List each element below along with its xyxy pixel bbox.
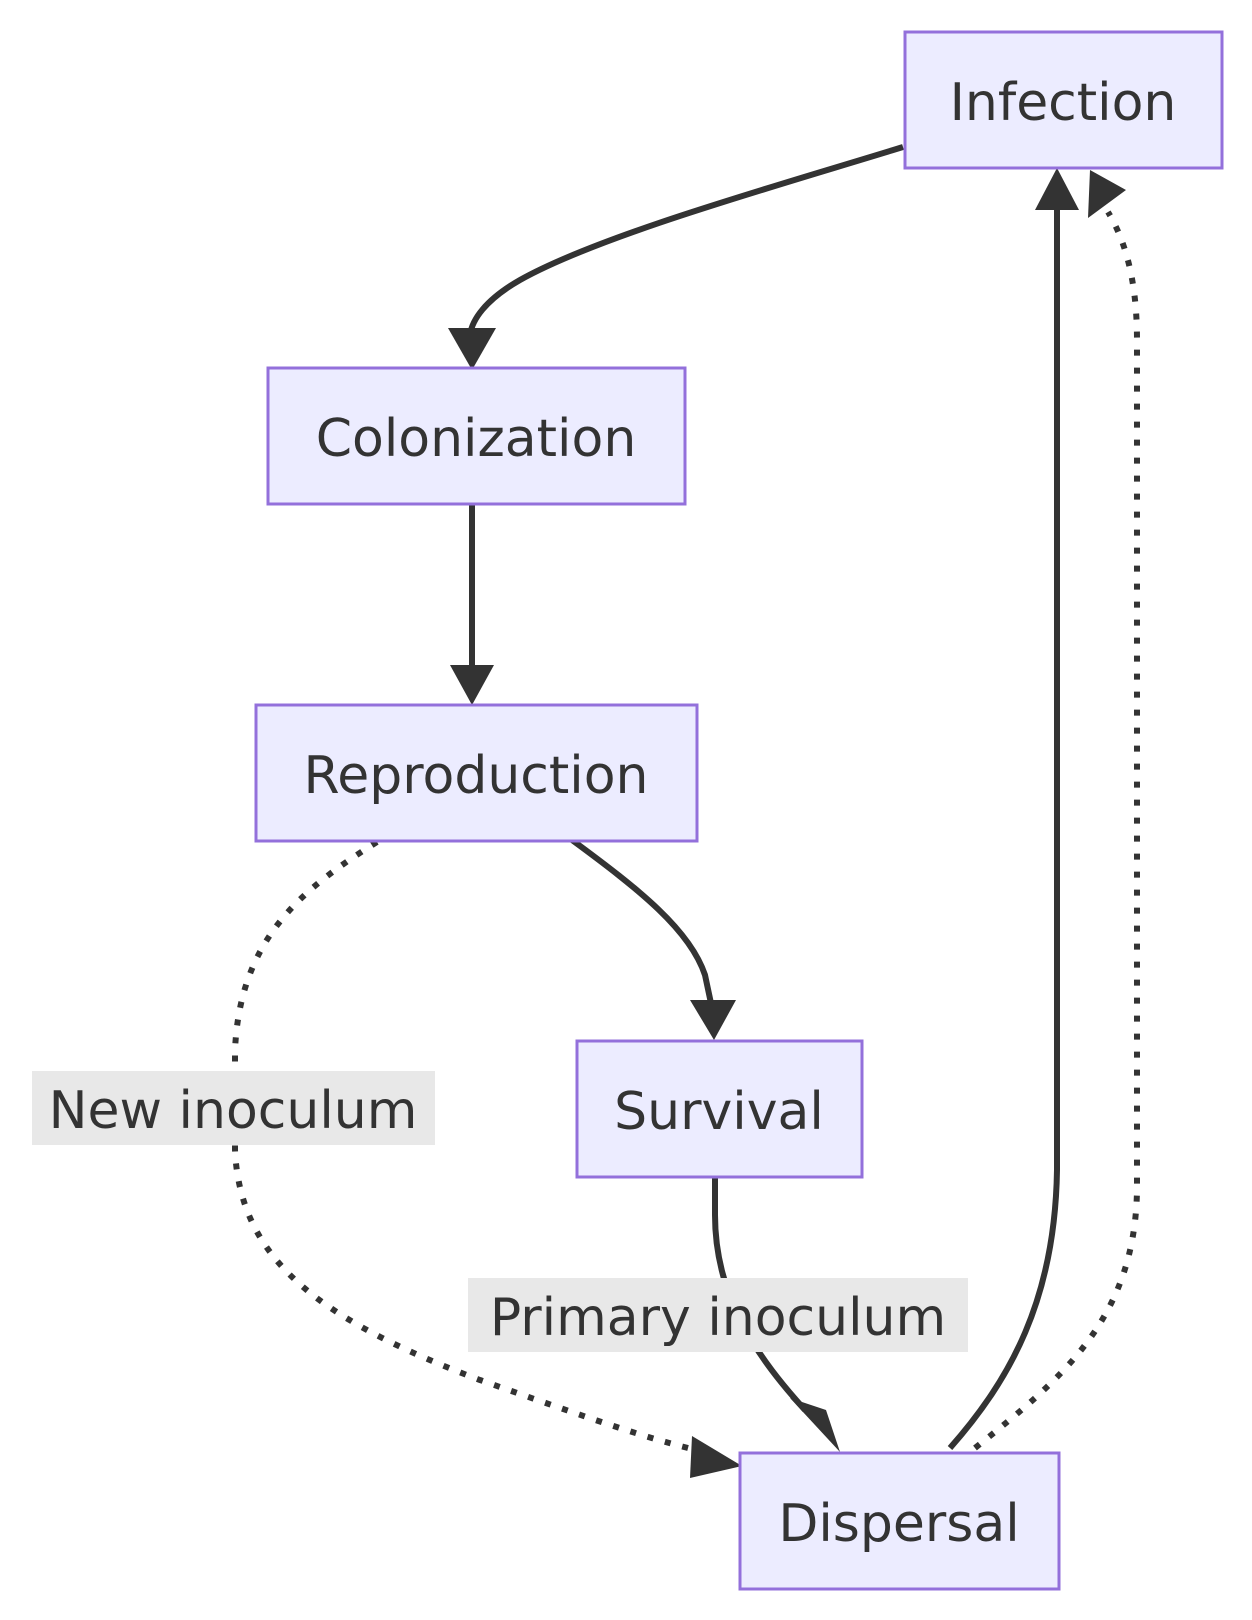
arrowhead-colonization — [448, 328, 496, 370]
edge-dispersal-to-infection-solid — [947, 200, 1060, 1450]
arrowhead-dispersal-solid — [790, 1398, 840, 1452]
node-reproduction-label: Reproduction — [303, 746, 648, 806]
edge-label-new-inoculum-text: New inoculum — [49, 1081, 418, 1141]
edge-label-primary-inoculum-text: Primary inoculum — [490, 1288, 946, 1348]
node-infection: Infection — [903, 30, 1224, 170]
edges — [232, 144, 1140, 1478]
edge-label-new-inoculum: New inoculum — [32, 1071, 435, 1145]
node-survival-label: Survival — [614, 1082, 824, 1142]
node-colonization-label: Colonization — [316, 409, 637, 469]
edge-reproduction-to-survival — [570, 837, 715, 1009]
arrowhead-reproduction — [450, 665, 494, 705]
node-survival: Survival — [575, 1039, 864, 1179]
arrowhead-infection-solid — [1035, 168, 1079, 210]
node-colonization: Colonization — [266, 366, 687, 506]
edge-label-primary-inoculum: Primary inoculum — [468, 1278, 968, 1352]
arrowhead-dispersal-dotted — [690, 1436, 742, 1478]
arrowhead-infection-dotted — [1088, 170, 1126, 218]
node-reproduction: Reproduction — [254, 703, 699, 843]
node-dispersal-label: Dispersal — [778, 1494, 1019, 1554]
arrowhead-survival — [690, 1000, 736, 1040]
edge-infection-to-colonization — [467, 144, 904, 336]
node-dispersal: Dispersal — [738, 1451, 1061, 1591]
node-infection-label: Infection — [950, 73, 1177, 133]
